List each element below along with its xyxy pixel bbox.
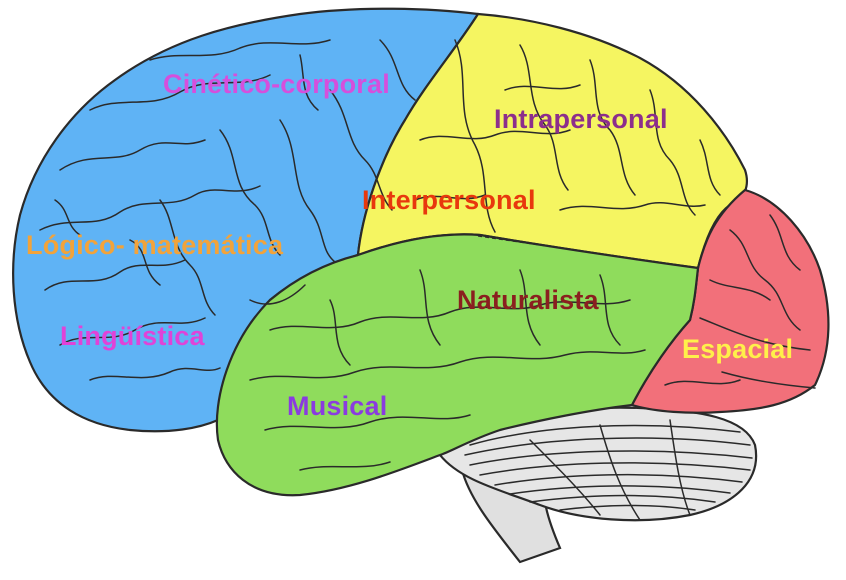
label-interpersonal: Interpersonal	[362, 187, 536, 214]
label-logico-matematica: Lógico- matemática	[26, 232, 283, 259]
label-espacial: Espacial	[682, 336, 793, 363]
label-intrapersonal: Intrapersonal	[494, 106, 668, 133]
label-linguistica: Lingüística	[60, 323, 205, 350]
label-cinetico-corporal: Cinético-corporal	[163, 71, 390, 98]
label-naturalista: Naturalista	[457, 287, 599, 314]
label-musical: Musical	[287, 393, 387, 420]
